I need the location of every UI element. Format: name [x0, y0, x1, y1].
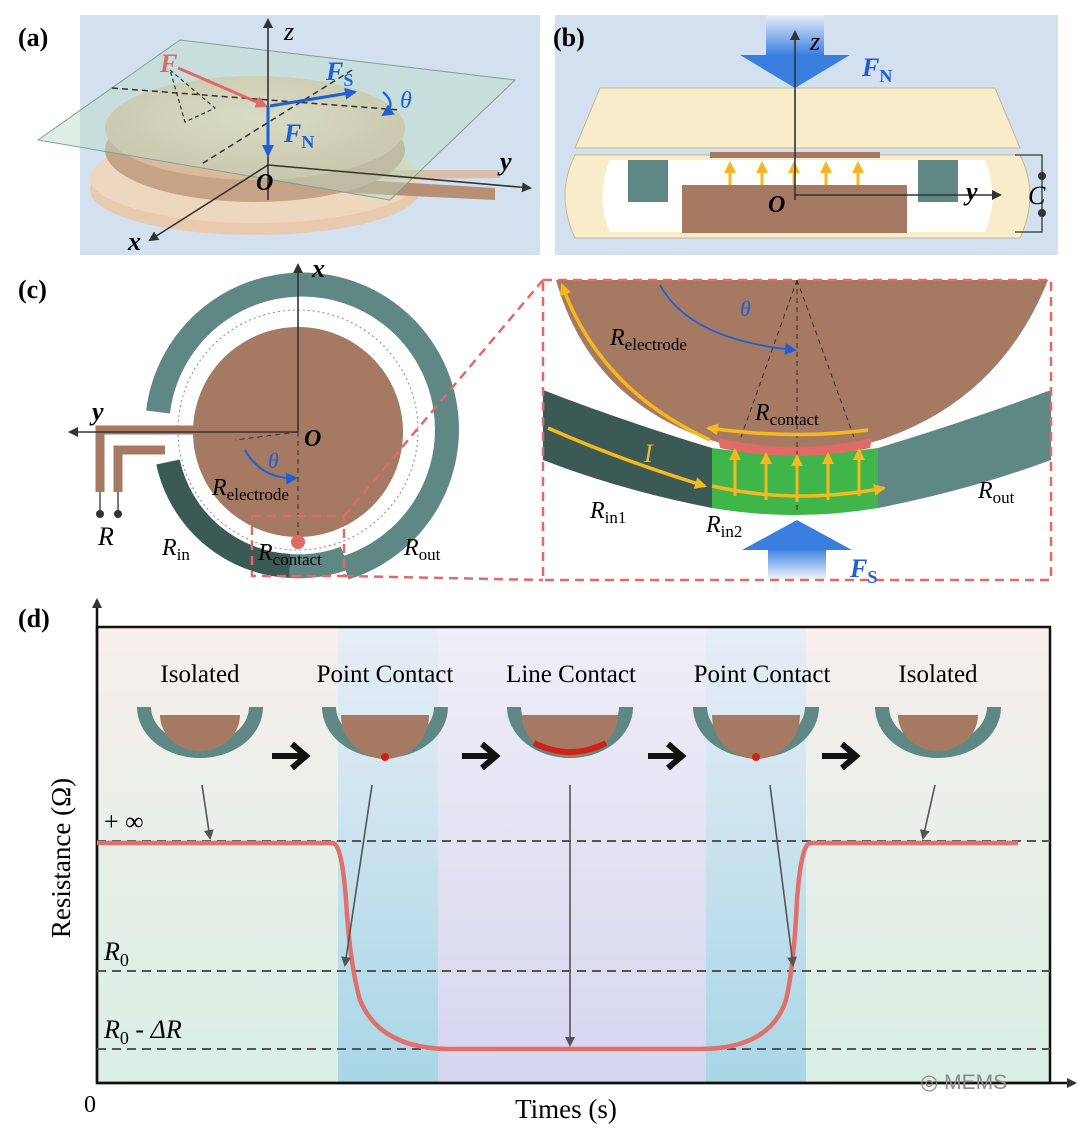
axis-y-a-label: y — [497, 147, 512, 176]
transition-arrows — [272, 741, 861, 771]
inner-ring-segment — [156, 459, 291, 578]
level-r0-label: R0 — [103, 937, 129, 970]
zoom-r-in2-label: Rin2 — [705, 512, 742, 541]
zoom-ring-dark — [543, 390, 712, 508]
stage-label-2: Point Contact — [317, 661, 454, 688]
panel-d: (d) Isolated Point Contact Line Contact … — [18, 598, 1077, 1124]
zoom-electrode — [556, 280, 1048, 453]
zoom-r-out-label: Rout — [977, 478, 1015, 507]
r-electrode-label: Relectrode — [211, 475, 289, 504]
zoom-force-FS-arrow — [742, 520, 852, 550]
origin-c-label: O — [304, 426, 321, 452]
capacitance-bracket — [1015, 154, 1043, 233]
zoom-r-in1-label: Rin1 — [589, 498, 626, 527]
outer-ring — [146, 272, 459, 580]
capacitance-label: C — [1028, 181, 1046, 210]
stage-label-3: Line Contact — [506, 661, 636, 688]
force-FN-b-label: FN — [861, 53, 892, 86]
panel-b-label: (b) — [553, 23, 585, 52]
axis-x-a-label: x — [127, 227, 141, 256]
stage-label-5: Isolated — [898, 661, 978, 688]
axis-z-b-label: z — [809, 27, 820, 56]
angle-a-label: θ — [400, 88, 412, 114]
stage-icon-isolated-1 — [137, 706, 263, 758]
cream-cap — [574, 87, 1021, 149]
panel-b: (b) z y O FN C — [553, 15, 1058, 255]
zoom-r-electrode-label: Relectrode — [609, 325, 687, 354]
axis-x-a — [148, 164, 269, 242]
band-point-contact-2 — [706, 627, 806, 1083]
origin-d-label: 0 — [84, 1092, 96, 1118]
pressure-arrows-b — [724, 161, 864, 185]
zoom-angle-arc — [659, 284, 797, 356]
r-out-label: Rout — [403, 535, 441, 564]
r-terminal-label: R — [97, 522, 114, 551]
contact-point — [291, 535, 305, 549]
origin-a-label: O — [256, 170, 273, 196]
axis-y-b-label: y — [963, 177, 978, 206]
lead-traces — [330, 178, 495, 200]
force-FS-arrow — [269, 87, 357, 108]
force-F-label: F — [159, 49, 177, 78]
zoom-current-label: I — [643, 439, 654, 468]
stage-label-4: Point Contact — [694, 661, 831, 688]
angle-c-label: θ — [268, 448, 279, 473]
stage-icon-line-contact — [507, 706, 633, 758]
panel-c-zoom: θ Relectrode Rcontact I Rin1 Rin2 Rout F… — [541, 278, 1053, 587]
axis-y-a — [267, 164, 532, 193]
axis-x-c-label: x — [311, 254, 325, 283]
angle-arc-a — [381, 91, 395, 117]
x-axis-label: Times (s) — [515, 1094, 617, 1124]
current-path-contact — [706, 423, 869, 437]
zoom-ring-teal — [878, 390, 1051, 508]
force-FS-label: FS — [325, 57, 353, 90]
zoom-r-contact-label: Rcontact — [754, 400, 819, 429]
current-path-electrode — [559, 283, 711, 442]
zoom-contact-band — [718, 438, 872, 456]
panel-d-label: (d) — [18, 604, 50, 633]
wechat-icon: ◎ — [920, 1071, 939, 1094]
tangent-plane — [36, 39, 517, 201]
stage-icon-point-contact-1 — [322, 706, 448, 761]
zoom-contact-green — [712, 448, 878, 515]
stage-label-1: Isolated — [160, 661, 240, 688]
side-block-left — [628, 160, 668, 202]
zoom-force-FS-label: FS — [849, 554, 877, 587]
watermark-text: ◎ MEMS — [920, 1071, 1008, 1094]
r-in-label: Rin — [161, 535, 190, 564]
lead-trace-2 — [113, 445, 165, 492]
r-contact-label: Rcontact — [257, 540, 322, 569]
upper-disc-top — [105, 76, 405, 180]
panel-c-label: (c) — [18, 275, 47, 304]
axis-y-c-label: y — [89, 397, 104, 426]
zoom-pressure-arrows — [729, 448, 865, 502]
force-F-arrow — [177, 66, 268, 108]
force-FN-label: FN — [283, 119, 314, 152]
axis-z-a-label: z — [283, 17, 294, 46]
panel-a: (a) z y x O F FS FN θ — [18, 15, 540, 256]
panel-a-label: (a) — [18, 23, 48, 52]
angle-arc-c — [244, 449, 298, 485]
lead-trace-1 — [95, 425, 195, 492]
origin-b-label: O — [768, 192, 785, 218]
resistance-curve — [97, 840, 1018, 1052]
stage-icon-isolated-2 — [875, 706, 1001, 758]
level-inf-label: + ∞ — [104, 807, 144, 836]
stage-icon-point-contact-2 — [693, 706, 819, 761]
zoom-source-box — [250, 514, 346, 578]
band-line-contact — [438, 627, 706, 1083]
panel-c-left: (c) x y O θ R Relectrode Rin Rcontact Ro… — [18, 254, 544, 582]
band-point-contact-1 — [338, 627, 438, 1083]
current-path-in — [547, 426, 707, 489]
y-axis-label: Resistance (Ω) — [46, 778, 76, 938]
zoom-angle-label: θ — [740, 296, 751, 321]
level-r0-minus-label: R0 - ΔR — [103, 1015, 182, 1048]
